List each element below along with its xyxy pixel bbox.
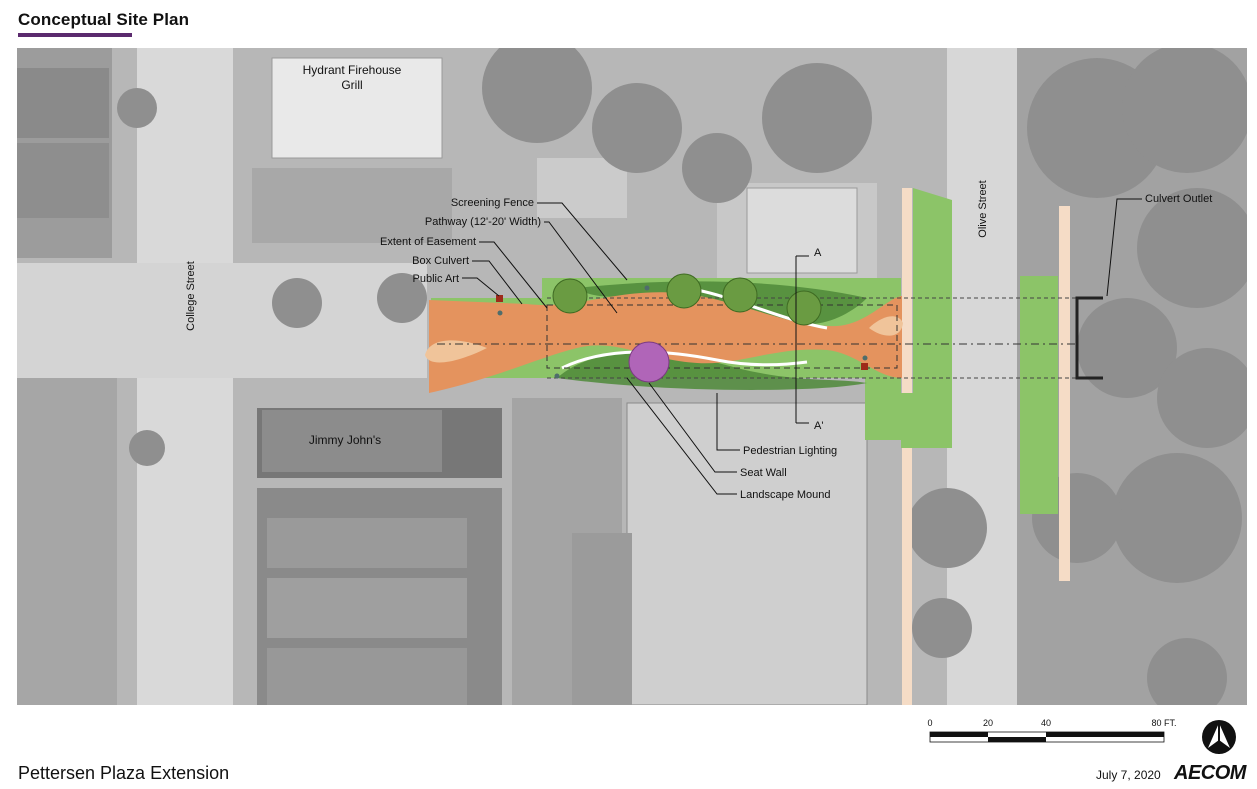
callout-box-culvert: Box Culvert — [412, 255, 469, 267]
scale-tick-20: 20 — [983, 718, 993, 728]
north-arrow-icon — [1200, 718, 1238, 761]
callout-landscape-mound: Landscape Mound — [740, 489, 831, 501]
site-plan-map: A A' Hydrant Firehouse Grill Jimmy John'… — [17, 48, 1247, 705]
section-label-a-prime: A' — [814, 420, 823, 432]
large-building — [626, 402, 868, 705]
public-art-marker — [496, 295, 503, 302]
cross-street-road — [17, 263, 427, 378]
scale-tick-40: 40 — [1041, 718, 1051, 728]
aecom-logo: AECOM — [1174, 762, 1246, 784]
scale-tick-80: 80 FT. — [1151, 718, 1176, 728]
jimmy-johns-label: Jimmy John's — [309, 433, 381, 447]
culvert-outlet-bracket — [1075, 296, 1103, 380]
callout-culvert-outlet: Culvert Outlet — [1145, 193, 1212, 205]
section-label-a: A — [814, 247, 822, 259]
scale-tick-0: 0 — [927, 718, 932, 728]
east-sidewalk — [1059, 206, 1070, 581]
callout-screening-fence: Screening Fence — [451, 197, 534, 209]
site-plan-svg: A A' Hydrant Firehouse Grill Jimmy John'… — [17, 48, 1247, 705]
flowering-tree — [628, 341, 670, 383]
title-accent-bar — [18, 33, 132, 37]
east-teardrop — [869, 316, 903, 336]
firehouse-building — [271, 57, 443, 159]
callout-public-art: Public Art — [413, 273, 459, 285]
page-title: Conceptual Site Plan — [18, 10, 190, 29]
pedestrian-lights — [497, 285, 868, 379]
firehouse-label-line2: Grill — [341, 78, 362, 92]
north-seat-wall — [696, 288, 828, 330]
south-seat-wall — [561, 350, 808, 370]
firehouse-label-line1: Hydrant Firehouse — [303, 63, 402, 77]
tree-canopy — [117, 48, 1247, 705]
olive-green-strip — [913, 188, 952, 448]
callout-pedestrian-lighting: Pedestrian Lighting — [743, 445, 837, 457]
extent-of-easement — [546, 304, 898, 369]
east-green-strip — [1020, 276, 1058, 514]
project-title: Pettersen Plaza Extension — [18, 763, 230, 783]
olive-street-label: Olive Street — [977, 180, 989, 237]
callout-extent-easement: Extent of Easement — [380, 236, 476, 248]
west-teardrop — [425, 340, 487, 363]
plan-date: July 7, 2020 — [1096, 768, 1161, 782]
college-street-label: College Street — [185, 261, 197, 331]
callout-pathway: Pathway (12'-20' Width) — [425, 216, 541, 228]
olive-street-road — [947, 48, 1017, 705]
callout-leaders — [462, 198, 1142, 495]
callout-seat-wall: Seat Wall — [740, 467, 787, 479]
scale-bar: 0 20 40 80 FT. — [926, 716, 1196, 751]
